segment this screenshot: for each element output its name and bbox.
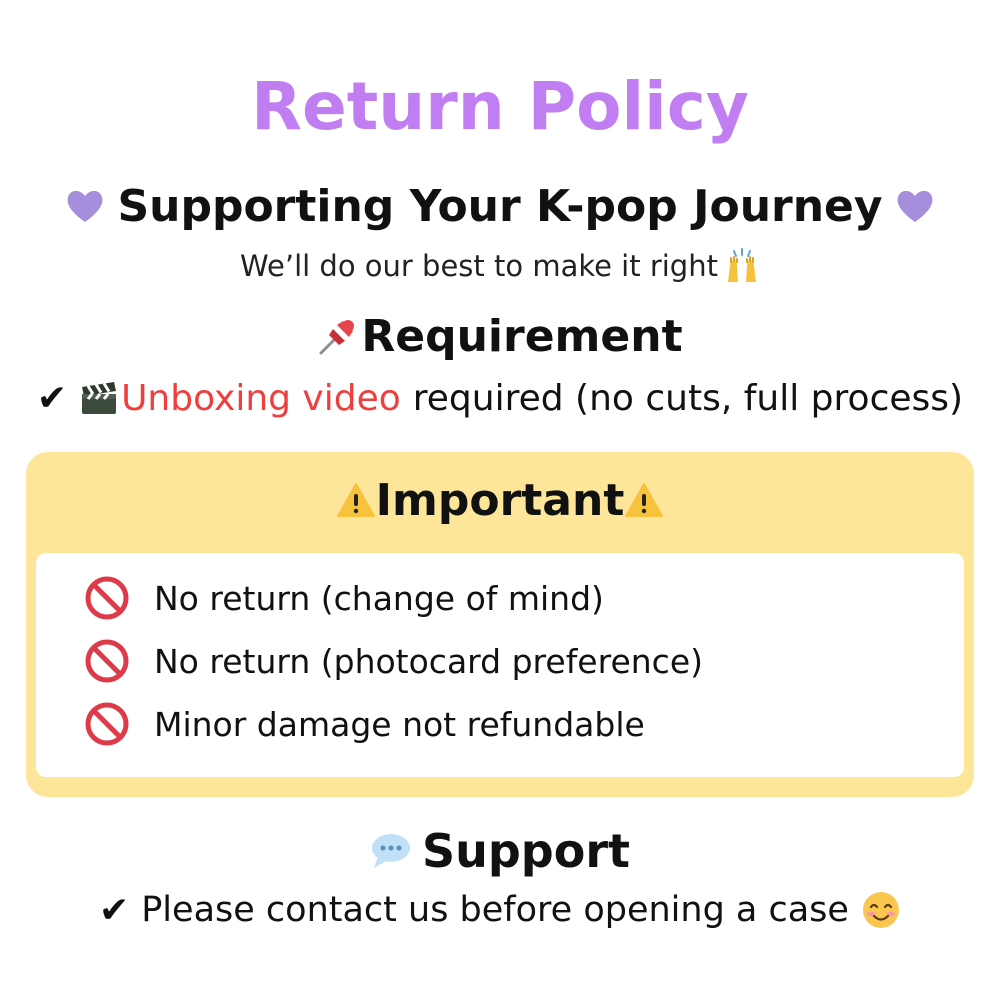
requirement-line: ✔ Unboxing video required (no cuts, full… (0, 370, 1000, 426)
prohibited-icon (84, 575, 130, 621)
requirement-heading: Requirement (0, 306, 1000, 366)
requirement-detail: required (no cuts, full process) (412, 377, 964, 419)
speech-bubble-icon (370, 830, 412, 872)
subtitle-text: Supporting Your K-pop Journey (117, 180, 883, 232)
requirement-heading-text: Requirement (361, 310, 683, 362)
page-title-text: Return Policy (251, 67, 749, 145)
list-item: No return (change of mind) (84, 570, 604, 626)
list-item: No return (photocard preference) (84, 633, 703, 689)
check-mark: ✔ (99, 889, 130, 931)
subtitle: Supporting Your K-pop Journey (0, 176, 1000, 236)
purple-heart-icon (895, 186, 935, 226)
requirement-highlight: Unboxing video (121, 377, 401, 419)
prohibited-icon (84, 638, 130, 684)
list-item: Minor damage not refundable (84, 696, 645, 752)
tagline: We’ll do our best to make it right (0, 244, 1000, 288)
list-item-text: Minor damage not refundable (154, 704, 645, 744)
warning-icon (336, 480, 376, 520)
important-heading-text: Important (375, 474, 625, 526)
raising-hands-icon (724, 248, 760, 284)
tagline-text: We’ll do our best to make it right (240, 249, 718, 283)
list-item-text: No return (change of mind) (154, 578, 604, 618)
important-box: Important No return (change of mind) (26, 452, 974, 797)
important-list: No return (change of mind) No return (ph… (36, 553, 964, 777)
support-line: ✔ Please contact us before opening a cas… (0, 882, 1000, 938)
smiling-face-icon (861, 890, 901, 930)
list-item-text: No return (photocard preference) (154, 641, 703, 681)
warning-icon (624, 480, 664, 520)
check-mark: ✔ (36, 377, 68, 419)
pushpin-icon (317, 315, 359, 357)
prohibited-icon (84, 701, 130, 747)
important-heading: Important (26, 470, 974, 530)
page-title: Return Policy (0, 66, 1000, 146)
purple-heart-icon (65, 186, 105, 226)
clapper-board-icon (79, 378, 119, 418)
support-text: Please contact us before opening a case (141, 890, 849, 930)
support-heading-text: Support (421, 824, 630, 878)
support-heading: Support (0, 820, 1000, 882)
